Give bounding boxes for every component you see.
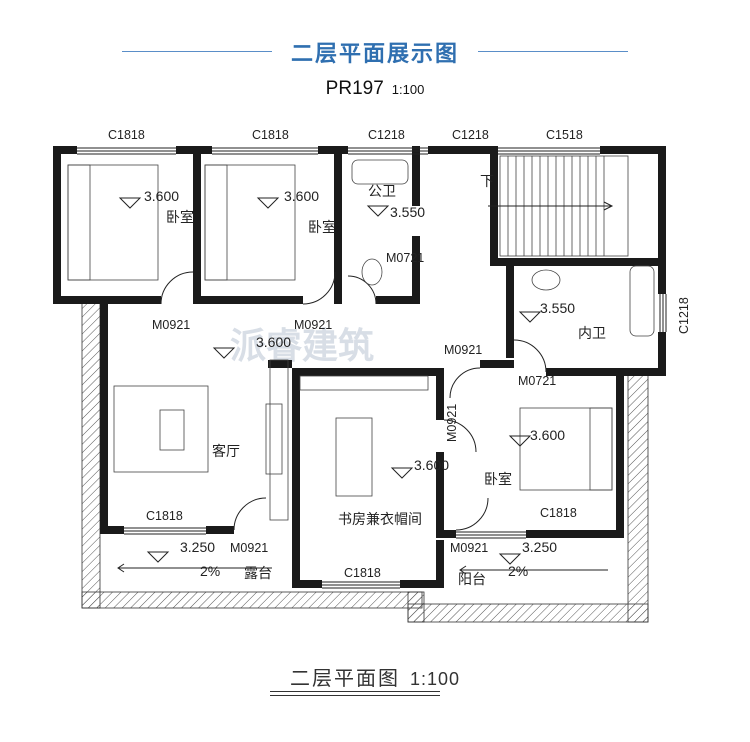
door-swings	[160, 271, 547, 531]
page-title: 二层平面展示图	[290, 41, 459, 66]
room-label-bedroom-3: 卧室	[484, 471, 512, 487]
window-label-c1218-c: C1218	[677, 297, 691, 334]
title-rule-left	[122, 51, 272, 52]
plan-code-line: PR197 1:100	[0, 78, 750, 100]
door-label-8: M0921	[450, 541, 488, 555]
stairs-down-label: 下	[480, 173, 494, 189]
window-label-c1218-b: C1218	[452, 128, 489, 142]
window-label-c1518: C1518	[546, 128, 583, 142]
elevation-7: 3.600	[414, 457, 449, 473]
elevation-labels: 3.600 3.600 3.550 3.600 3.550 3.600 3.60…	[144, 188, 575, 555]
staircase	[488, 155, 629, 257]
door-label-5: M0721	[518, 374, 556, 388]
window-lines	[77, 147, 667, 589]
elevation-5: 3.550	[540, 300, 575, 316]
room-label-study: 书房兼衣帽间	[338, 511, 422, 527]
window-label-c1818-d: C1818	[344, 566, 381, 580]
furniture	[67, 159, 655, 575]
slope-balcony: 2%	[508, 563, 528, 579]
plan-scale: 1:100	[391, 82, 425, 97]
watermark: 派睿建筑	[230, 325, 374, 366]
elevation-4: 3.600	[256, 334, 291, 350]
footer-title-text: 二层平面图	[289, 668, 400, 690]
elevation-6: 3.600	[530, 427, 565, 443]
elevation-8: 3.250	[180, 539, 215, 555]
window-label-c1818-b: C1818	[252, 128, 289, 142]
slope-terrace: 2%	[200, 563, 220, 579]
elevation-3: 3.550	[390, 204, 425, 220]
elevation-2: 3.600	[284, 188, 319, 204]
window-label-c1818-c: C1818	[146, 509, 183, 523]
room-labels: 卧室 卧室 公卫 内卫 客厅 书房兼衣帽间 卧室 露台 阳台 下	[166, 173, 606, 587]
plan-code: PR197	[325, 78, 384, 99]
room-label-living-room: 客厅	[212, 443, 240, 459]
door-label-7: M0921	[230, 541, 268, 555]
window-label-c1818-a: C1818	[108, 128, 145, 142]
footer-underline-2	[270, 695, 440, 696]
footer-underline-1	[270, 691, 440, 692]
window-labels: C1818 C1818 C1218 C1218 C1518 C1218 C181…	[108, 128, 691, 580]
window-label-c1818-e: C1818	[540, 506, 577, 520]
door-label-2: M0921	[294, 318, 332, 332]
room-label-public-bath: 公卫	[368, 183, 396, 199]
door-label-1: M0921	[152, 318, 190, 332]
door-label-3: M0721	[386, 251, 424, 265]
elevation-1: 3.600	[144, 188, 179, 204]
room-label-bedroom-1: 卧室	[166, 209, 194, 225]
footer-scale: 1:100	[409, 669, 461, 689]
title-rule-right	[478, 51, 628, 52]
door-label-4: M0921	[444, 343, 482, 357]
elevation-9: 3.250	[522, 539, 557, 555]
door-labels: M0921 M0921 M0721 M0921 M0721 M0921 M092…	[152, 251, 556, 555]
room-label-inner-bath: 内卫	[578, 325, 606, 341]
room-label-bedroom-2: 卧室	[308, 219, 336, 235]
footer-title: 二层平面图 1:100	[0, 662, 750, 691]
room-label-balcony: 阳台	[458, 571, 486, 587]
door-label-6: M0921	[445, 404, 459, 442]
room-label-terrace: 露台	[244, 565, 272, 581]
slope-labels: 2% 2%	[200, 563, 528, 579]
window-label-c1218-a: C1218	[368, 128, 405, 142]
